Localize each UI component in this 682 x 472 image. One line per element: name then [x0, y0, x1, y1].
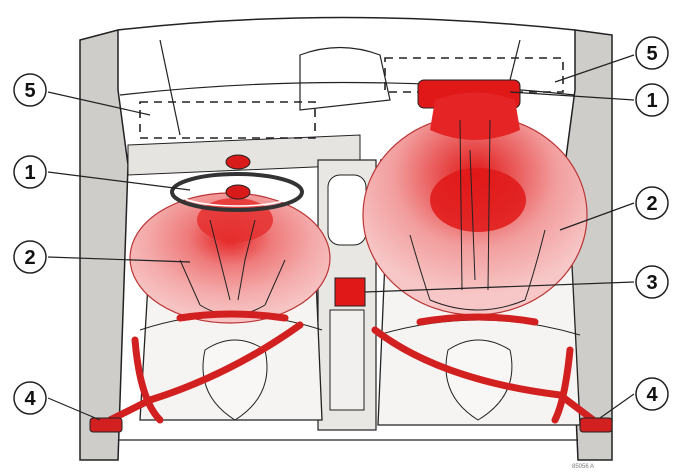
callout-label: 5: [24, 80, 35, 102]
left-curtain-outline: [140, 102, 315, 138]
callout-right-1: 1: [636, 84, 668, 116]
callout-label: 3: [646, 272, 657, 294]
callout-label: 4: [24, 388, 36, 410]
callout-right-4: 4: [636, 378, 668, 410]
callout-label: 1: [646, 90, 657, 112]
callout-label: 5: [646, 43, 657, 65]
left-belt-tensioner: [90, 418, 122, 432]
left-airbag: [130, 193, 330, 323]
callout-label: 2: [646, 193, 657, 215]
right-belt-tensioner: [580, 418, 612, 432]
callout-label: 4: [646, 384, 658, 406]
callout-left-2: 2: [14, 241, 46, 273]
callout-label: 2: [24, 247, 35, 269]
callout-left-5: 5: [14, 74, 46, 106]
callout-right-3: 3: [636, 266, 668, 298]
center-sensor: [335, 278, 365, 306]
callout-left-4: 4: [14, 382, 46, 414]
callout-label: 1: [24, 162, 35, 184]
callout-left-1: 1: [14, 156, 46, 188]
callout-right-2: 2: [636, 187, 668, 219]
callout-right-5: 5: [636, 37, 668, 69]
footer-code: 85056 A: [572, 464, 594, 470]
